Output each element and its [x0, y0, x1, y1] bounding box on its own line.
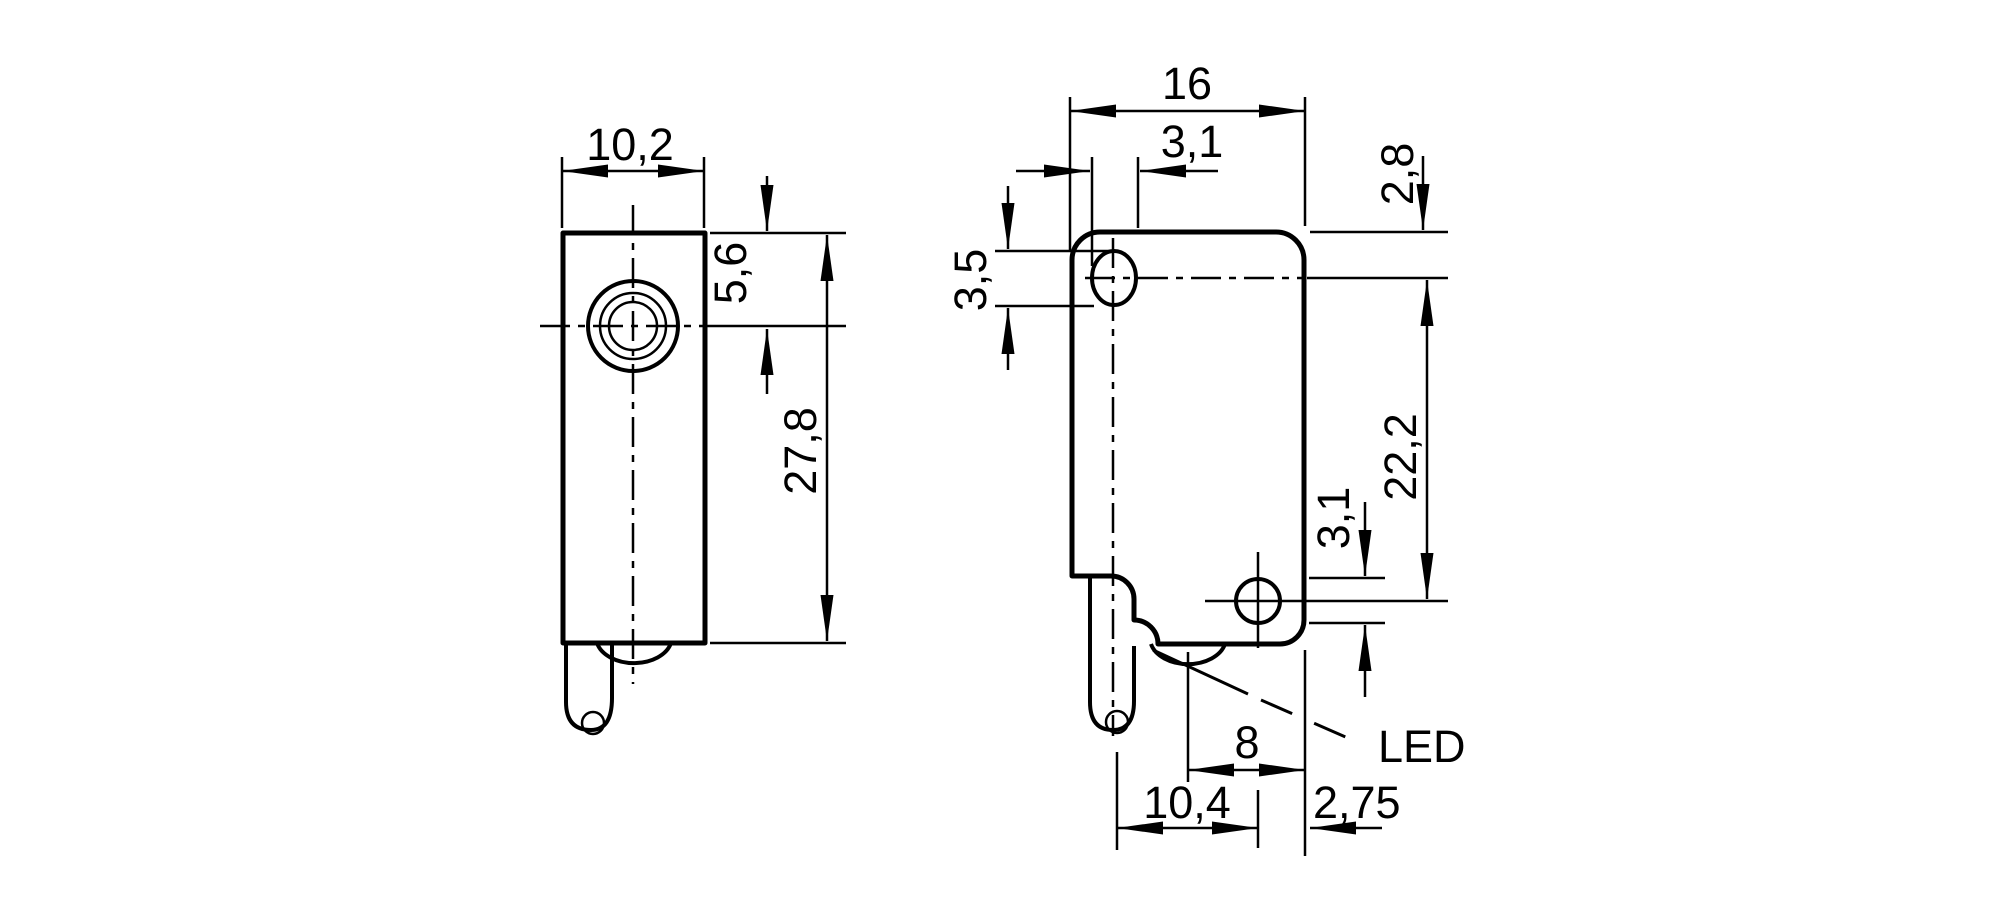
dim-slot-width-label: 3,1	[1161, 116, 1224, 167]
cable-end-circle-side	[580, 710, 606, 736]
dim-cable-offset: 10,4	[1115, 752, 1260, 850]
dim-slot-height-label: 3,5	[945, 249, 996, 312]
dim-hole-top-offset: 2,8	[1372, 143, 1430, 230]
cable-side	[564, 645, 614, 733]
dim-hole-spacing-label: 22,2	[1375, 413, 1426, 501]
dim-cable-offset-label: 10,4	[1143, 777, 1231, 828]
dim-slot-height: 3,5	[945, 186, 1113, 370]
dim-slot-width: 3,1	[1016, 116, 1223, 266]
front-view: 16 3,1 3,5 2,8 22,2	[945, 58, 1466, 856]
dim-side-face-offset-label: 5,6	[705, 242, 756, 305]
dim-front-width-label: 16	[1162, 58, 1212, 109]
dim-side-width: 10,2	[560, 119, 706, 228]
dim-hole-diameter: 3,1	[1308, 487, 1385, 697]
led-callout: LED	[1152, 648, 1466, 772]
dim-hole-spacing: 22,2	[1375, 280, 1434, 599]
dim-led-offset: 8	[1186, 650, 1307, 856]
led-leader-line	[1152, 648, 1249, 696]
led-dome-side	[595, 642, 673, 666]
dim-hole-diameter-label: 3,1	[1308, 487, 1359, 550]
cable-end-circle-front	[1104, 709, 1130, 735]
dim-hole-top-offset-label: 2,8	[1372, 143, 1423, 206]
dim-side-face-offset: 5,6	[705, 176, 774, 394]
led-label: LED	[1378, 721, 1466, 772]
side-view: 10,2 5,6 27,8	[540, 119, 846, 736]
dim-side-height-label: 27,8	[775, 407, 826, 495]
dim-edge-offset-label: 2,75	[1313, 777, 1401, 828]
dim-edge-offset: 2,75	[1310, 777, 1401, 835]
dim-side-height: 27,8	[775, 235, 834, 641]
sensor-body-side	[560, 230, 708, 646]
dim-side-width-label: 10,2	[586, 119, 674, 170]
led-leader-dashed	[1260, 698, 1367, 748]
sensor-body-front	[1069, 229, 1307, 647]
dim-led-offset-label: 8	[1234, 717, 1259, 768]
